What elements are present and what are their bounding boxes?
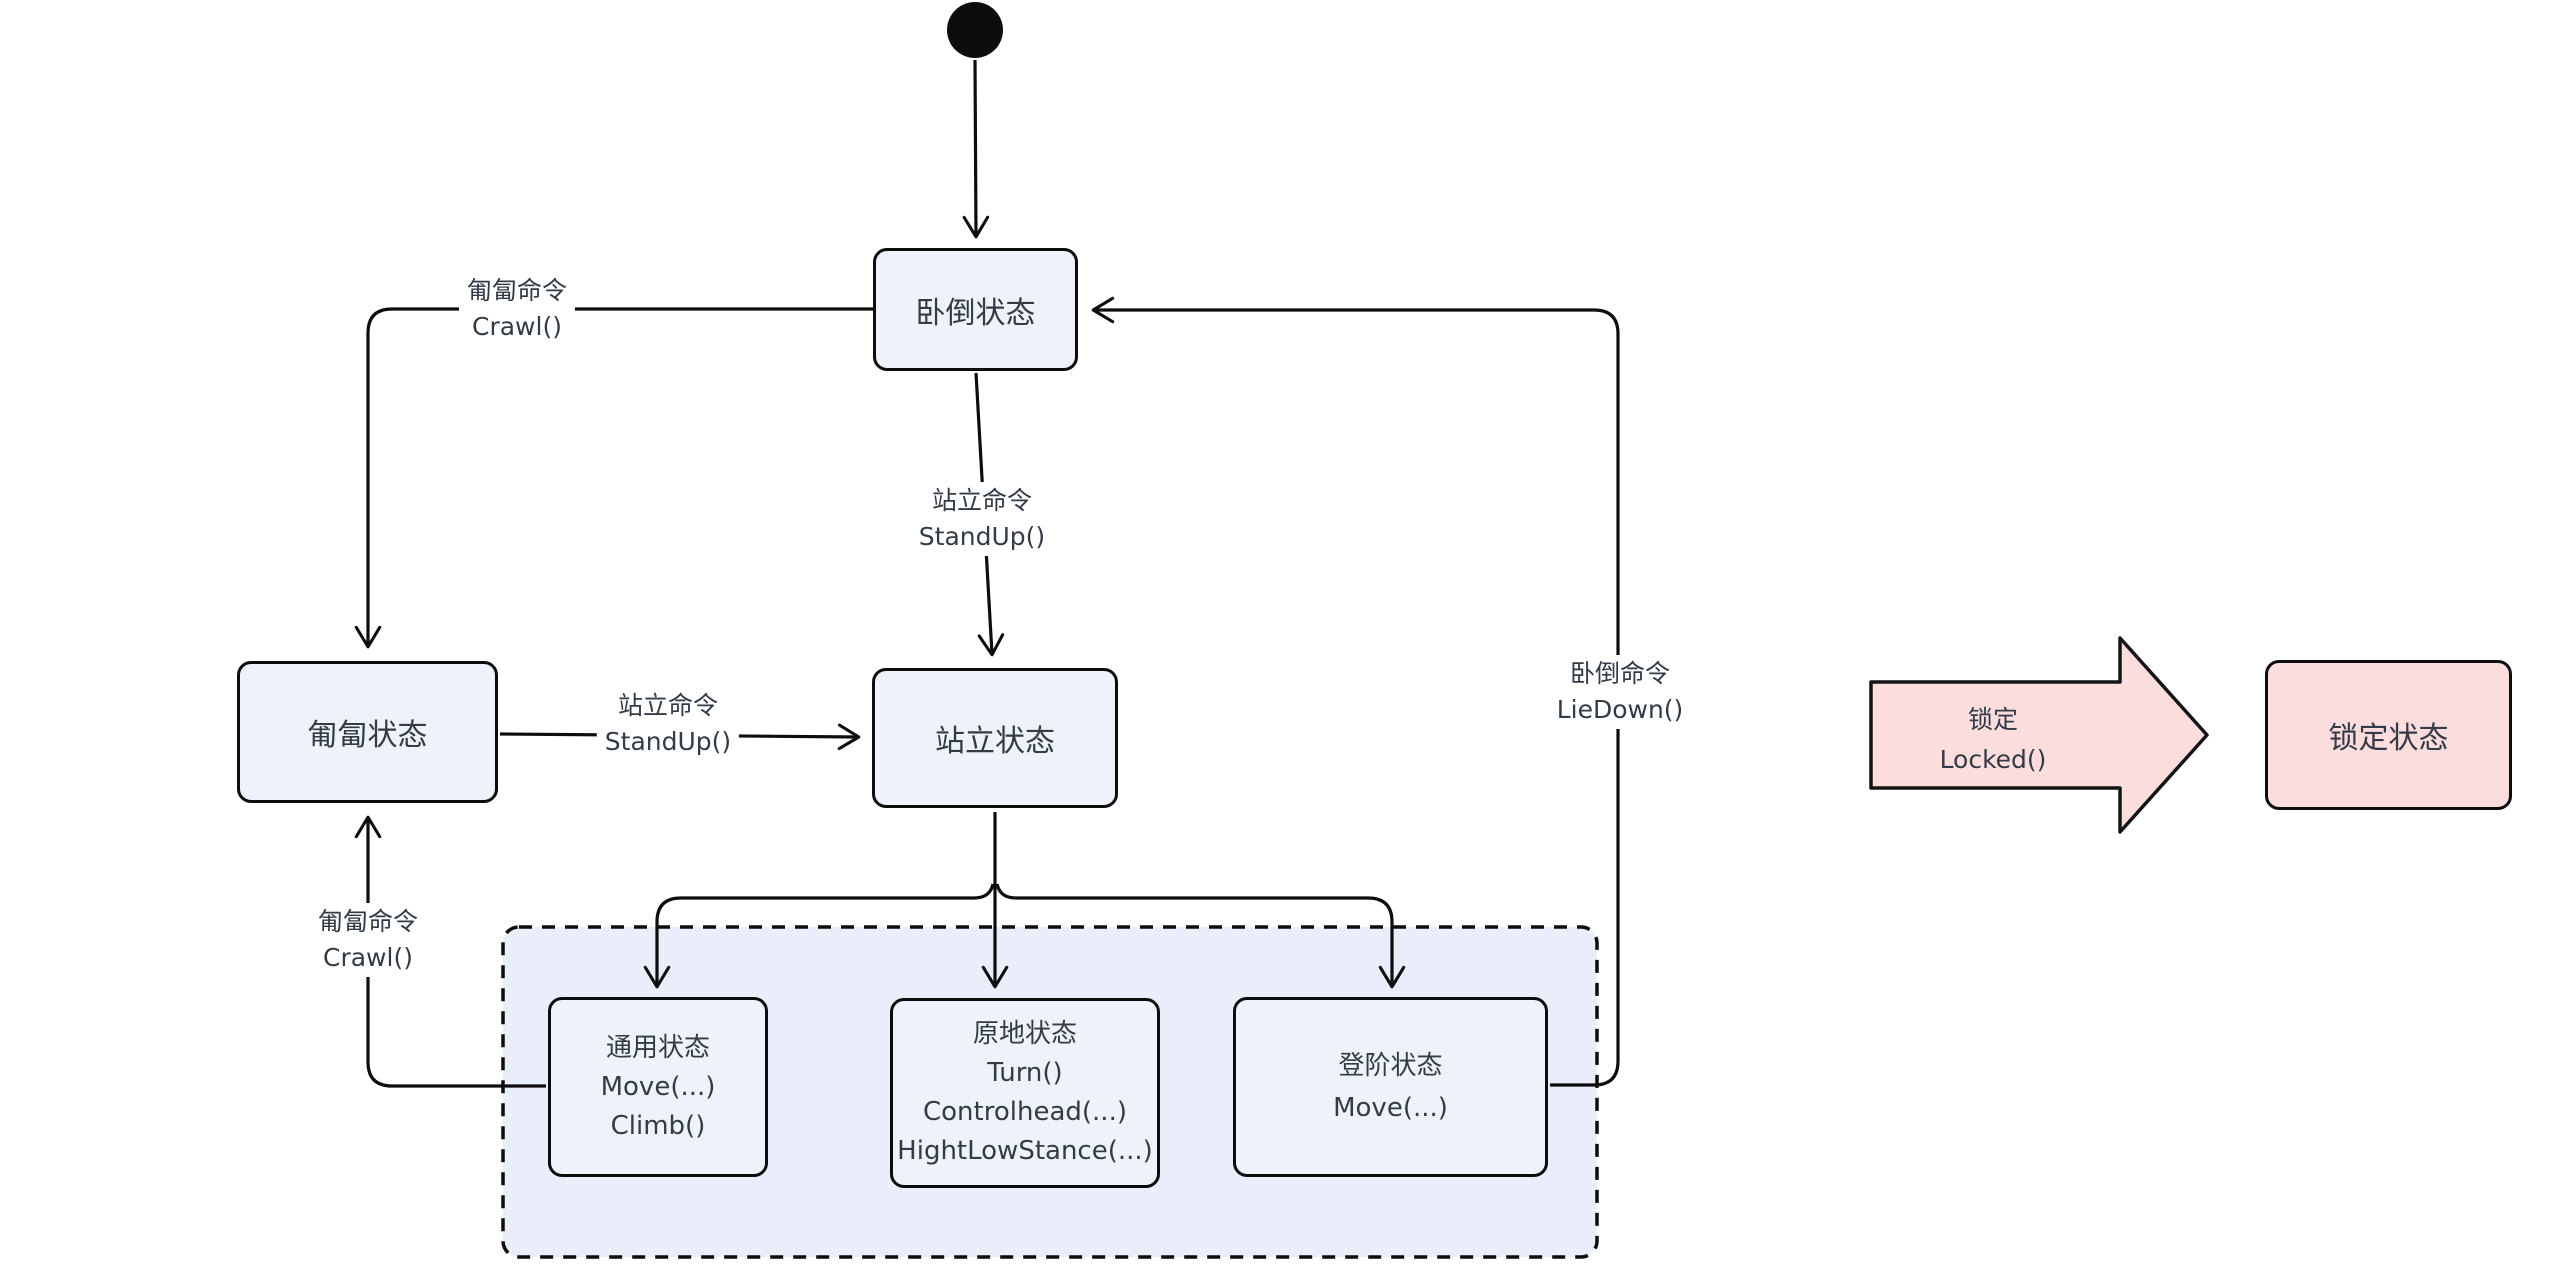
state-locked-label: 锁定状态 [2328,721,2449,756]
edge-label-text: 站立命令 [931,486,1033,515]
edge-label-locked: 锁定 Locked() [1932,699,2055,781]
edge-label-text: StandUp() [604,727,732,756]
edge-fork-left [643,883,995,989]
edge-label-standup-command-side: 站立命令 StandUp() [596,687,740,761]
initial-state-dot[interactable] [947,2,1003,58]
edge-label-crawl-command-top: 匍匐命令 Crawl() [458,272,576,346]
edge-label-standup-command-main: 站立命令 StandUp() [910,482,1054,556]
state-lie-down[interactable]: 卧倒状态 [873,248,1078,371]
edge-crawl-command-back [354,815,546,1088]
state-general-op-climb: Climb() [610,1110,706,1141]
locked-block-arrow[interactable] [1869,636,2209,834]
state-stairs-op-move: Move(...) [1333,1093,1448,1123]
state-lie-down-label: 卧倒状态 [915,295,1036,331]
edge-label-text: 匍匐命令 [317,907,419,936]
state-crawl-label: 匍匐状态 [307,718,428,753]
state-locked[interactable]: 锁定状态 [2265,660,2512,810]
state-crawl[interactable]: 匍匐状态 [237,661,498,803]
edge-label-text: LieDown() [1556,695,1684,724]
edge-fork-right [995,883,1406,989]
state-stairs-title: 登阶状态 [1338,1051,1443,1081]
edge-label-text: Locked() [1939,745,2047,774]
state-general-op-move: Move(...) [600,1071,716,1102]
state-in-place-op-hightlowstance: HightLowStance(...) [897,1136,1153,1166]
state-in-place-op-controlhead: Controlhead(...) [923,1097,1127,1127]
edge-label-text: 站立命令 [617,691,719,720]
edge-label-text: 卧倒命令 [1569,659,1671,688]
state-stairs[interactable]: 登阶状态 Move(...) [1233,997,1548,1177]
edge-label-text: StandUp() [918,522,1046,551]
edge-label-liedown-command-back: 卧倒命令 LieDown() [1548,655,1692,729]
state-in-place-op-turn: Turn() [987,1058,1063,1088]
edge-label-crawl-command-back: 匍匐命令 Crawl() [309,903,427,977]
state-in-place[interactable]: 原地状态 Turn() Controlhead(...) HightLowSta… [890,998,1160,1188]
state-general[interactable]: 通用状态 Move(...) Climb() [548,997,768,1177]
state-stand[interactable]: 站立状态 [872,668,1118,808]
edge-crawl-command-top [354,307,873,649]
state-stand-label: 站立状态 [935,724,1055,759]
edge-initial [962,59,990,239]
edge-label-text: Crawl() [472,312,562,341]
edge-label-text: Crawl() [323,943,413,972]
state-in-place-title: 原地状态 [972,1019,1077,1049]
edge-label-text: 匍匐命令 [466,276,568,305]
state-general-title: 通用状态 [605,1032,710,1063]
edge-label-text: 锁定 [1967,705,2018,734]
